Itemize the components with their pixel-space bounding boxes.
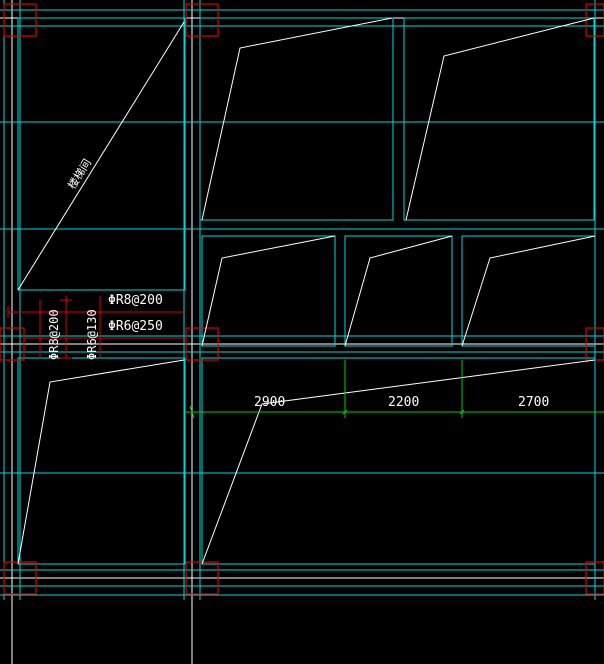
dimension-line bbox=[186, 360, 604, 419]
dimension-label-1: 2900 bbox=[254, 395, 285, 410]
slab-line-3 bbox=[201, 235, 336, 347]
slab-line-7 bbox=[201, 359, 596, 565]
beam-lines bbox=[0, 0, 604, 600]
rebar-label-vertical-2: ΦR6@130 bbox=[85, 309, 99, 360]
column-a2 bbox=[0, 327, 25, 361]
slab-line-1 bbox=[201, 17, 393, 221]
column-a1 bbox=[3, 3, 37, 37]
dimension-label-3: 2700 bbox=[518, 395, 549, 410]
rebar-label-top-2: ΦR6@250 bbox=[108, 319, 163, 334]
column-a3 bbox=[3, 561, 37, 595]
column-e3 bbox=[585, 561, 604, 595]
stair-diagonal bbox=[17, 21, 185, 291]
rebar-label-vertical-1: ΦR8@200 bbox=[47, 309, 61, 360]
slab-line-6 bbox=[17, 359, 185, 565]
slab-rebar-lines bbox=[17, 17, 596, 565]
column-b1 bbox=[185, 3, 219, 37]
dimension-label-2: 2200 bbox=[388, 395, 419, 410]
slab-line-2 bbox=[405, 17, 595, 221]
column-b3 bbox=[185, 561, 219, 595]
rebar-marks bbox=[7, 296, 186, 359]
slab-line-4 bbox=[344, 235, 453, 347]
slab-line-5 bbox=[461, 235, 596, 347]
rebar-label-top-1: ΦR8@200 bbox=[108, 293, 163, 308]
column-b2 bbox=[185, 327, 219, 361]
